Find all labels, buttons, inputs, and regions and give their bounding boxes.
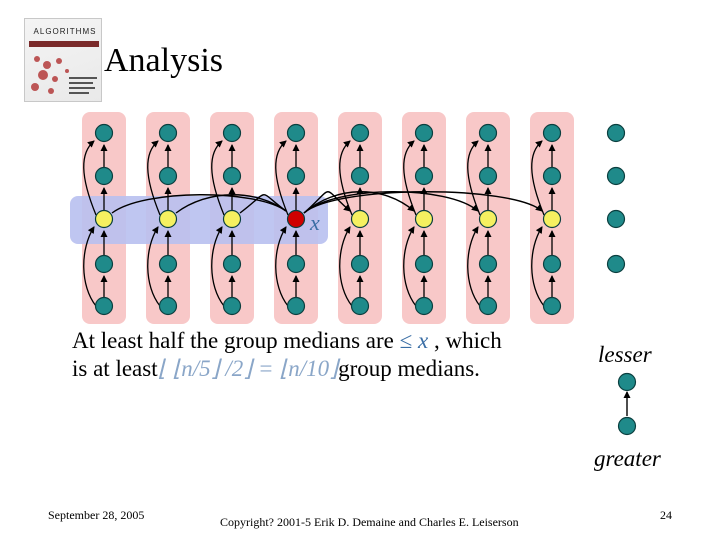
element-node <box>478 254 498 274</box>
edge <box>275 226 289 307</box>
leftover-node <box>606 166 626 186</box>
legend-lesser-label: lesser <box>598 342 652 367</box>
book-cover-band <box>29 41 99 47</box>
element-node <box>350 123 370 143</box>
statement-text: At least half the group medians are <box>72 328 400 353</box>
element-node <box>542 254 562 274</box>
element-node <box>94 123 114 143</box>
statement-line-1: At least half the group medians are ≤ x … <box>72 328 502 354</box>
lesser-medians-highlight <box>70 196 328 244</box>
statement-text: group medians. <box>338 356 480 381</box>
floor-formula: ⌊ ⌊n/5⌋ /2⌋ = ⌊n/10⌋ <box>157 356 339 381</box>
element-node <box>286 123 306 143</box>
median-arc <box>303 191 351 214</box>
x-variable: x <box>418 328 429 353</box>
element-node <box>542 166 562 186</box>
edge <box>211 140 225 216</box>
median-arc <box>303 191 415 214</box>
book-cover-image: ALGORITHMS <box>24 18 102 102</box>
median-arc <box>303 191 479 214</box>
element-node <box>542 123 562 143</box>
group-median-node <box>414 209 434 229</box>
median-arc <box>239 194 287 214</box>
book-cover-art <box>31 56 97 94</box>
edge <box>275 140 289 216</box>
element-node <box>414 296 434 316</box>
edge <box>83 226 97 307</box>
median-x-node <box>286 209 306 229</box>
edge <box>339 140 353 216</box>
slide-title: Analysis <box>104 42 223 79</box>
median-arc <box>175 194 287 214</box>
leftover-node <box>606 209 626 229</box>
element-node <box>478 166 498 186</box>
edge <box>211 226 225 307</box>
edge <box>531 140 545 216</box>
element-node <box>414 123 434 143</box>
element-node <box>222 296 242 316</box>
statement-text: , which <box>428 328 502 353</box>
element-node <box>350 254 370 274</box>
edge <box>147 140 161 216</box>
leftover-node <box>606 254 626 274</box>
edge <box>403 140 417 216</box>
median-arc <box>111 194 287 214</box>
footer-date: September 28, 2005 <box>48 508 145 522</box>
leftover-node <box>606 123 626 143</box>
legend-arrow-diagram <box>617 372 637 436</box>
edge <box>339 226 353 307</box>
median-of-medians-diagram: x <box>70 112 626 324</box>
element-node <box>478 123 498 143</box>
element-node <box>542 296 562 316</box>
group-nodes <box>94 123 626 316</box>
edge <box>403 226 417 307</box>
legend-greater-label: greater <box>594 446 661 471</box>
element-node <box>158 296 178 316</box>
statement-text: is at least <box>72 356 158 381</box>
element-node <box>350 166 370 186</box>
group-median-node <box>350 209 370 229</box>
edge <box>467 140 481 216</box>
element-node <box>286 296 306 316</box>
leq-symbol: ≤ <box>399 328 413 353</box>
group-median-node <box>222 209 242 229</box>
median-x-label: x <box>309 210 320 235</box>
element-node <box>158 123 178 143</box>
edge <box>467 226 481 307</box>
element-node <box>222 123 242 143</box>
element-node <box>414 166 434 186</box>
element-node <box>478 296 498 316</box>
group-median-node <box>478 209 498 229</box>
book-cover-title: ALGORITHMS <box>33 27 97 36</box>
element-node <box>286 166 306 186</box>
element-node <box>286 254 306 274</box>
edge <box>83 140 97 216</box>
element-node <box>222 166 242 186</box>
footer-copyright: Copyright? 2001-5 Erik D. Demaine and Ch… <box>220 515 519 529</box>
element-node <box>94 166 114 186</box>
group-median-node <box>542 209 562 229</box>
page-number: 24 <box>660 508 672 522</box>
element-node <box>94 296 114 316</box>
edge <box>531 226 545 307</box>
edge <box>147 226 161 307</box>
statement-line-2: is at least⌊ ⌊n/5⌋ /2⌋ = ⌊n/10⌋group med… <box>72 356 480 382</box>
median-arc <box>303 191 543 214</box>
element-node <box>94 254 114 274</box>
element-node <box>158 254 178 274</box>
element-node <box>222 254 242 274</box>
element-node <box>414 254 434 274</box>
group-median-node <box>94 209 114 229</box>
element-node <box>158 166 178 186</box>
element-node <box>350 296 370 316</box>
group-median-node <box>158 209 178 229</box>
